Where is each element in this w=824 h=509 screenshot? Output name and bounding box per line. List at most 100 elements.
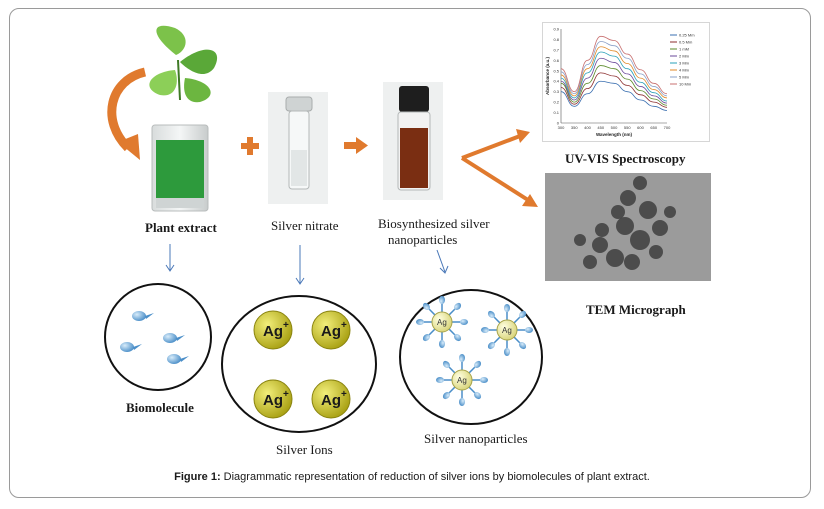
- branch-arrows-icon: [460, 129, 538, 207]
- tem-particle: [583, 255, 597, 269]
- biosynth-label-line1: Biosynthesized silver: [378, 216, 490, 231]
- tem-particle: [574, 234, 586, 246]
- silver-ion-symbol: Ag: [263, 323, 283, 340]
- tem-particle: [606, 249, 624, 267]
- plus-icon: [241, 137, 259, 155]
- biosynth-label-line2: nanoparticles: [388, 232, 458, 247]
- down-arrow-icon: [165, 244, 175, 272]
- y-tick-label: 0.9: [553, 27, 559, 32]
- legend-label: 5 Mm: [679, 75, 690, 80]
- uvvis-label: UV-VIS Spectroscopy: [565, 151, 686, 166]
- tem-particle: [630, 230, 650, 250]
- down-arrows: [165, 244, 449, 285]
- curved-arrow-icon: [107, 67, 147, 160]
- right-arrow-icon: [344, 137, 368, 154]
- capped-nanoparticle-icon: Ag: [416, 296, 468, 348]
- silver-ion-symbol: Ag: [321, 392, 341, 409]
- y-tick-label: 0.6: [553, 58, 559, 63]
- plant-extract-label: Plant extract: [145, 220, 217, 235]
- x-tick-label: 500: [611, 125, 618, 130]
- tem-particle: [633, 176, 647, 190]
- x-tick-label: 600: [637, 125, 644, 130]
- legend-label: 3 Mm: [679, 61, 690, 66]
- series-line: [560, 72, 668, 108]
- biomolecule-drop-icon: [163, 333, 185, 343]
- tem-particle: [652, 220, 668, 236]
- nanoparticle-symbol: Ag: [437, 318, 447, 327]
- down-arrow-icon: [436, 249, 449, 274]
- biomolecule-label: Biomolecule: [126, 400, 194, 415]
- tem-particle: [664, 206, 676, 218]
- y-tick-label: 0.1: [553, 110, 559, 115]
- y-tick-label: 0.7: [553, 47, 559, 52]
- y-tick-label: 0.2: [553, 100, 559, 105]
- legend-label: 10 Mm: [679, 82, 692, 87]
- biomolecule-circle: [104, 283, 212, 391]
- series-line: [560, 57, 668, 104]
- x-tick-label: 650: [650, 125, 657, 130]
- x-tick-label: 550: [624, 125, 631, 130]
- silver-ion-symbol: Ag: [321, 323, 341, 340]
- nanoparticle-vial-image: [383, 82, 443, 200]
- biomolecule-drop-icon: [120, 342, 142, 352]
- y-tick-label: 0.8: [553, 37, 559, 42]
- y-tick-label: 0.4: [553, 79, 559, 84]
- legend-label: 4 Mm: [679, 68, 690, 73]
- x-tick-label: 450: [597, 125, 604, 130]
- capped-nanoparticle-icon: Ag: [481, 304, 533, 356]
- tem-particle: [620, 190, 636, 206]
- nanoparticle-symbol: Ag: [457, 376, 467, 385]
- x-tick-label: 350: [571, 125, 578, 130]
- tem-particle: [611, 205, 625, 219]
- x-tick-label: 400: [584, 125, 591, 130]
- caption-text: Diagrammatic representation of reduction…: [220, 471, 650, 483]
- silver-ion-charge: +: [341, 389, 347, 400]
- y-axis-label: Absorbance (a.u.): [545, 57, 550, 96]
- tem-particle: [595, 223, 609, 237]
- tem-particle: [649, 245, 663, 259]
- y-tick-label: 0.5: [553, 68, 559, 73]
- silver-ion-charge: +: [341, 320, 347, 331]
- tem-micrograph-image: [545, 173, 711, 281]
- series-line: [560, 51, 668, 102]
- silver-ion-charge: +: [283, 320, 289, 331]
- silver-ions-circle: Ag+Ag+Ag+Ag+: [221, 295, 377, 433]
- tem-particle: [592, 237, 608, 253]
- y-tick-label: 0.3: [553, 89, 559, 94]
- silver-nitrate-vial-image: [268, 92, 328, 204]
- silver-ion-icon: Ag+: [253, 310, 293, 350]
- legend-label: 1 mM: [679, 47, 689, 52]
- legend-label: 2 Mm: [679, 54, 690, 59]
- legend-label: 0.25 Mm: [679, 33, 695, 38]
- silver-ion-symbol: Ag: [263, 392, 283, 409]
- series-line: [560, 35, 668, 95]
- plant-leaves-image: [149, 25, 218, 103]
- x-tick-label: 300: [558, 125, 565, 130]
- caption-prefix: Figure 1:: [174, 471, 221, 483]
- silver-ion-icon: Ag+: [311, 379, 351, 419]
- silver-ion-icon: Ag+: [311, 310, 351, 350]
- biomolecule-drop-icon: [167, 354, 189, 364]
- down-arrow-icon: [295, 245, 305, 285]
- x-axis-label: Wavelength (nm): [596, 132, 633, 137]
- silver-nitrate-label: Silver nitrate: [271, 218, 339, 233]
- uv-vis-chart-svg: 0 0.1 0.2 0.3 0.4 0.5 0.6 0.7 0.8 0.9 300 350 400 450…: [545, 27, 695, 138]
- silver-nanoparticles-label: Silver nanoparticles: [424, 431, 528, 446]
- tem-label: TEM Micrograph: [586, 302, 686, 317]
- figure-caption: Figure 1: Diagrammatic representation of…: [0, 471, 824, 483]
- tem-particle: [624, 254, 640, 270]
- y-tick-label: 0: [557, 121, 560, 126]
- silver-ion-charge: +: [283, 389, 289, 400]
- legend-label: 0.5 Mm: [679, 40, 693, 45]
- series-line: [560, 46, 668, 99]
- plant-extract-beaker-image: [151, 124, 209, 212]
- tem-particle: [639, 201, 657, 219]
- biomolecule-drop-icon: [132, 311, 154, 321]
- tem-particle: [616, 217, 634, 235]
- capped-nanoparticle-icon: Ag: [436, 354, 488, 406]
- series-line: [560, 80, 668, 111]
- x-tick-label: 700: [664, 125, 671, 130]
- nanoparticle-symbol: Ag: [502, 326, 512, 335]
